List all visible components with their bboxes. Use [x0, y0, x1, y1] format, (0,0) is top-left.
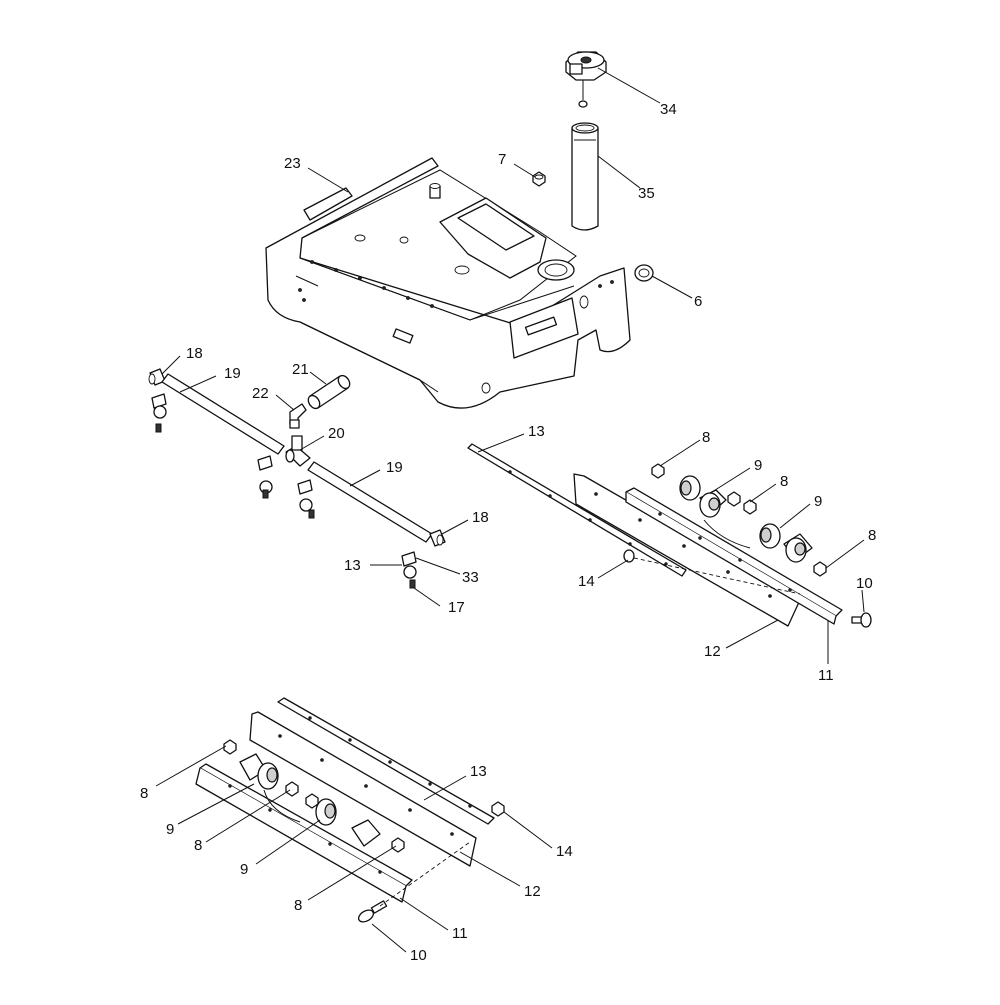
callout-9-lower-b: 9: [240, 861, 248, 878]
callout-20: 20: [328, 425, 345, 442]
part-14-nut-right: [623, 549, 635, 563]
part-9-rollers-lower: [239, 753, 381, 847]
callout-6: 6: [694, 293, 702, 310]
callout-13-clamp: 13: [344, 557, 361, 574]
part-21-hose: [307, 374, 351, 410]
callout-19-upper: 19: [224, 365, 241, 382]
callout-9-right-a: 9: [754, 457, 762, 474]
part-18-sleeve-upper: [148, 368, 166, 386]
part-10-screw-right: [851, 612, 872, 628]
callout-13-right: 13: [528, 423, 545, 440]
part-7-plug: [532, 171, 546, 187]
callout-12-right: 12: [704, 643, 721, 660]
callout-labels: 34 35 7 23 6 18 19 21 22 20 19 18 13 33 …: [140, 101, 876, 964]
callout-12-lower: 12: [524, 883, 541, 900]
callout-35: 35: [638, 185, 655, 202]
part-20-tee: [285, 435, 311, 467]
leader-lines: [155, 67, 865, 953]
part-18-sleeve-lower: [429, 529, 446, 547]
callout-7: 7: [498, 151, 506, 168]
callout-8-lower-b: 8: [194, 837, 202, 854]
callout-11-lower: 11: [452, 925, 468, 942]
callout-34: 34: [660, 101, 677, 118]
part-12-plate-right: [573, 473, 801, 627]
callout-17: 17: [448, 599, 465, 616]
part-12-plate-lower: [249, 711, 477, 867]
callout-14-lower: 14: [556, 843, 573, 860]
part-19-rod-upper: [161, 373, 285, 455]
alignment-line-lower: [379, 841, 471, 907]
part-8-bolts-right: [651, 463, 827, 577]
rod-clamps-upper: [151, 393, 315, 519]
part-19-rod-lower: [307, 461, 433, 543]
callout-19-lower: 19: [386, 459, 403, 476]
callout-10-right: 10: [856, 575, 873, 592]
callout-8-right-b: 8: [780, 473, 788, 490]
part-6-nut: [634, 264, 654, 282]
callout-22: 22: [252, 385, 269, 402]
callout-10-lower: 10: [410, 947, 427, 964]
part-11-bracket-right: [625, 487, 843, 625]
alignment-line-right: [633, 557, 801, 595]
callout-8-lower-c: 8: [294, 897, 302, 914]
callout-8-right-a: 8: [702, 429, 710, 446]
part-8-bolts-lower: [223, 739, 405, 853]
part-23-frame: [265, 157, 631, 409]
callout-8-lower-a: 8: [140, 785, 148, 802]
callout-8-right-c: 8: [868, 527, 876, 544]
callout-9-lower-a: 9: [166, 821, 174, 838]
callout-9-right-b: 9: [814, 493, 822, 510]
callout-33: 33: [462, 569, 479, 586]
part-13-strip-right: [467, 443, 687, 577]
callout-18-upper: 18: [186, 345, 203, 362]
callout-23: 23: [284, 155, 301, 172]
callout-13-lower: 13: [470, 763, 487, 780]
part-9-rollers-right: [679, 475, 813, 563]
part-11-bracket-lower: [195, 763, 413, 903]
part-17-screw: [409, 579, 416, 589]
callout-18-lower: 18: [472, 509, 489, 526]
part-13-strip-lower: [277, 697, 495, 825]
callout-21: 21: [292, 361, 309, 378]
part-33-clamp: [401, 551, 417, 579]
part-14-nut-lower: [491, 801, 505, 817]
part-34-cap: [565, 51, 607, 108]
part-22-elbow: [289, 403, 307, 429]
part-35-tube: [571, 122, 599, 231]
callout-14-right: 14: [578, 573, 595, 590]
callout-11-right: 11: [818, 667, 834, 684]
